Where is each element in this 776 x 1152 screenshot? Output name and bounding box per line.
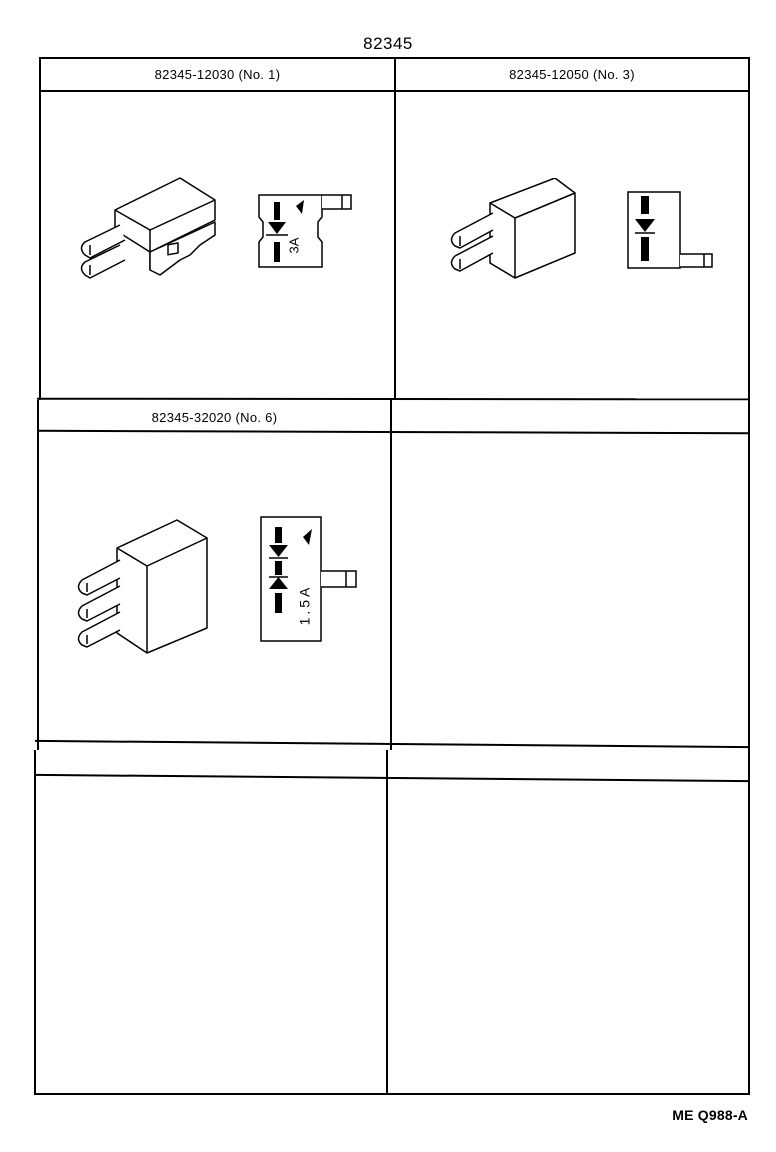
current-rating: 1.5A [296,584,313,626]
table-rule [36,397,750,401]
current-rating: 3A [286,237,302,254]
relay-no1-isometric [70,170,250,300]
table-border-left [39,57,41,400]
table-rule [39,57,750,59]
table-divider-center [390,400,392,750]
table-divider-center [386,750,388,1095]
page-title: 82345 [363,34,413,53]
table-divider-center [394,57,396,400]
cell-header: 82345-12030 (No. 1) [154,67,281,82]
table-border-right [748,57,750,1095]
table-rule [39,90,750,92]
relay-no1-symbol: 3A [256,192,356,272]
relay-no6-symbol: 1.5A [258,515,363,645]
table-rule [35,739,749,749]
cell-header: 82345-32020 (No. 6) [151,410,278,425]
table-border-left [37,400,39,750]
relay-no3-isometric [445,178,585,293]
relay-no6-isometric [72,518,212,663]
table-rule [35,773,749,783]
relay-no3-symbol [626,190,716,270]
table-rule [34,1093,748,1095]
table-border-left [34,750,36,1095]
table-rule [36,429,750,435]
figure-code: ME Q988-A [672,1107,748,1123]
cell-header: 82345-12050 (No. 3) [509,67,635,82]
